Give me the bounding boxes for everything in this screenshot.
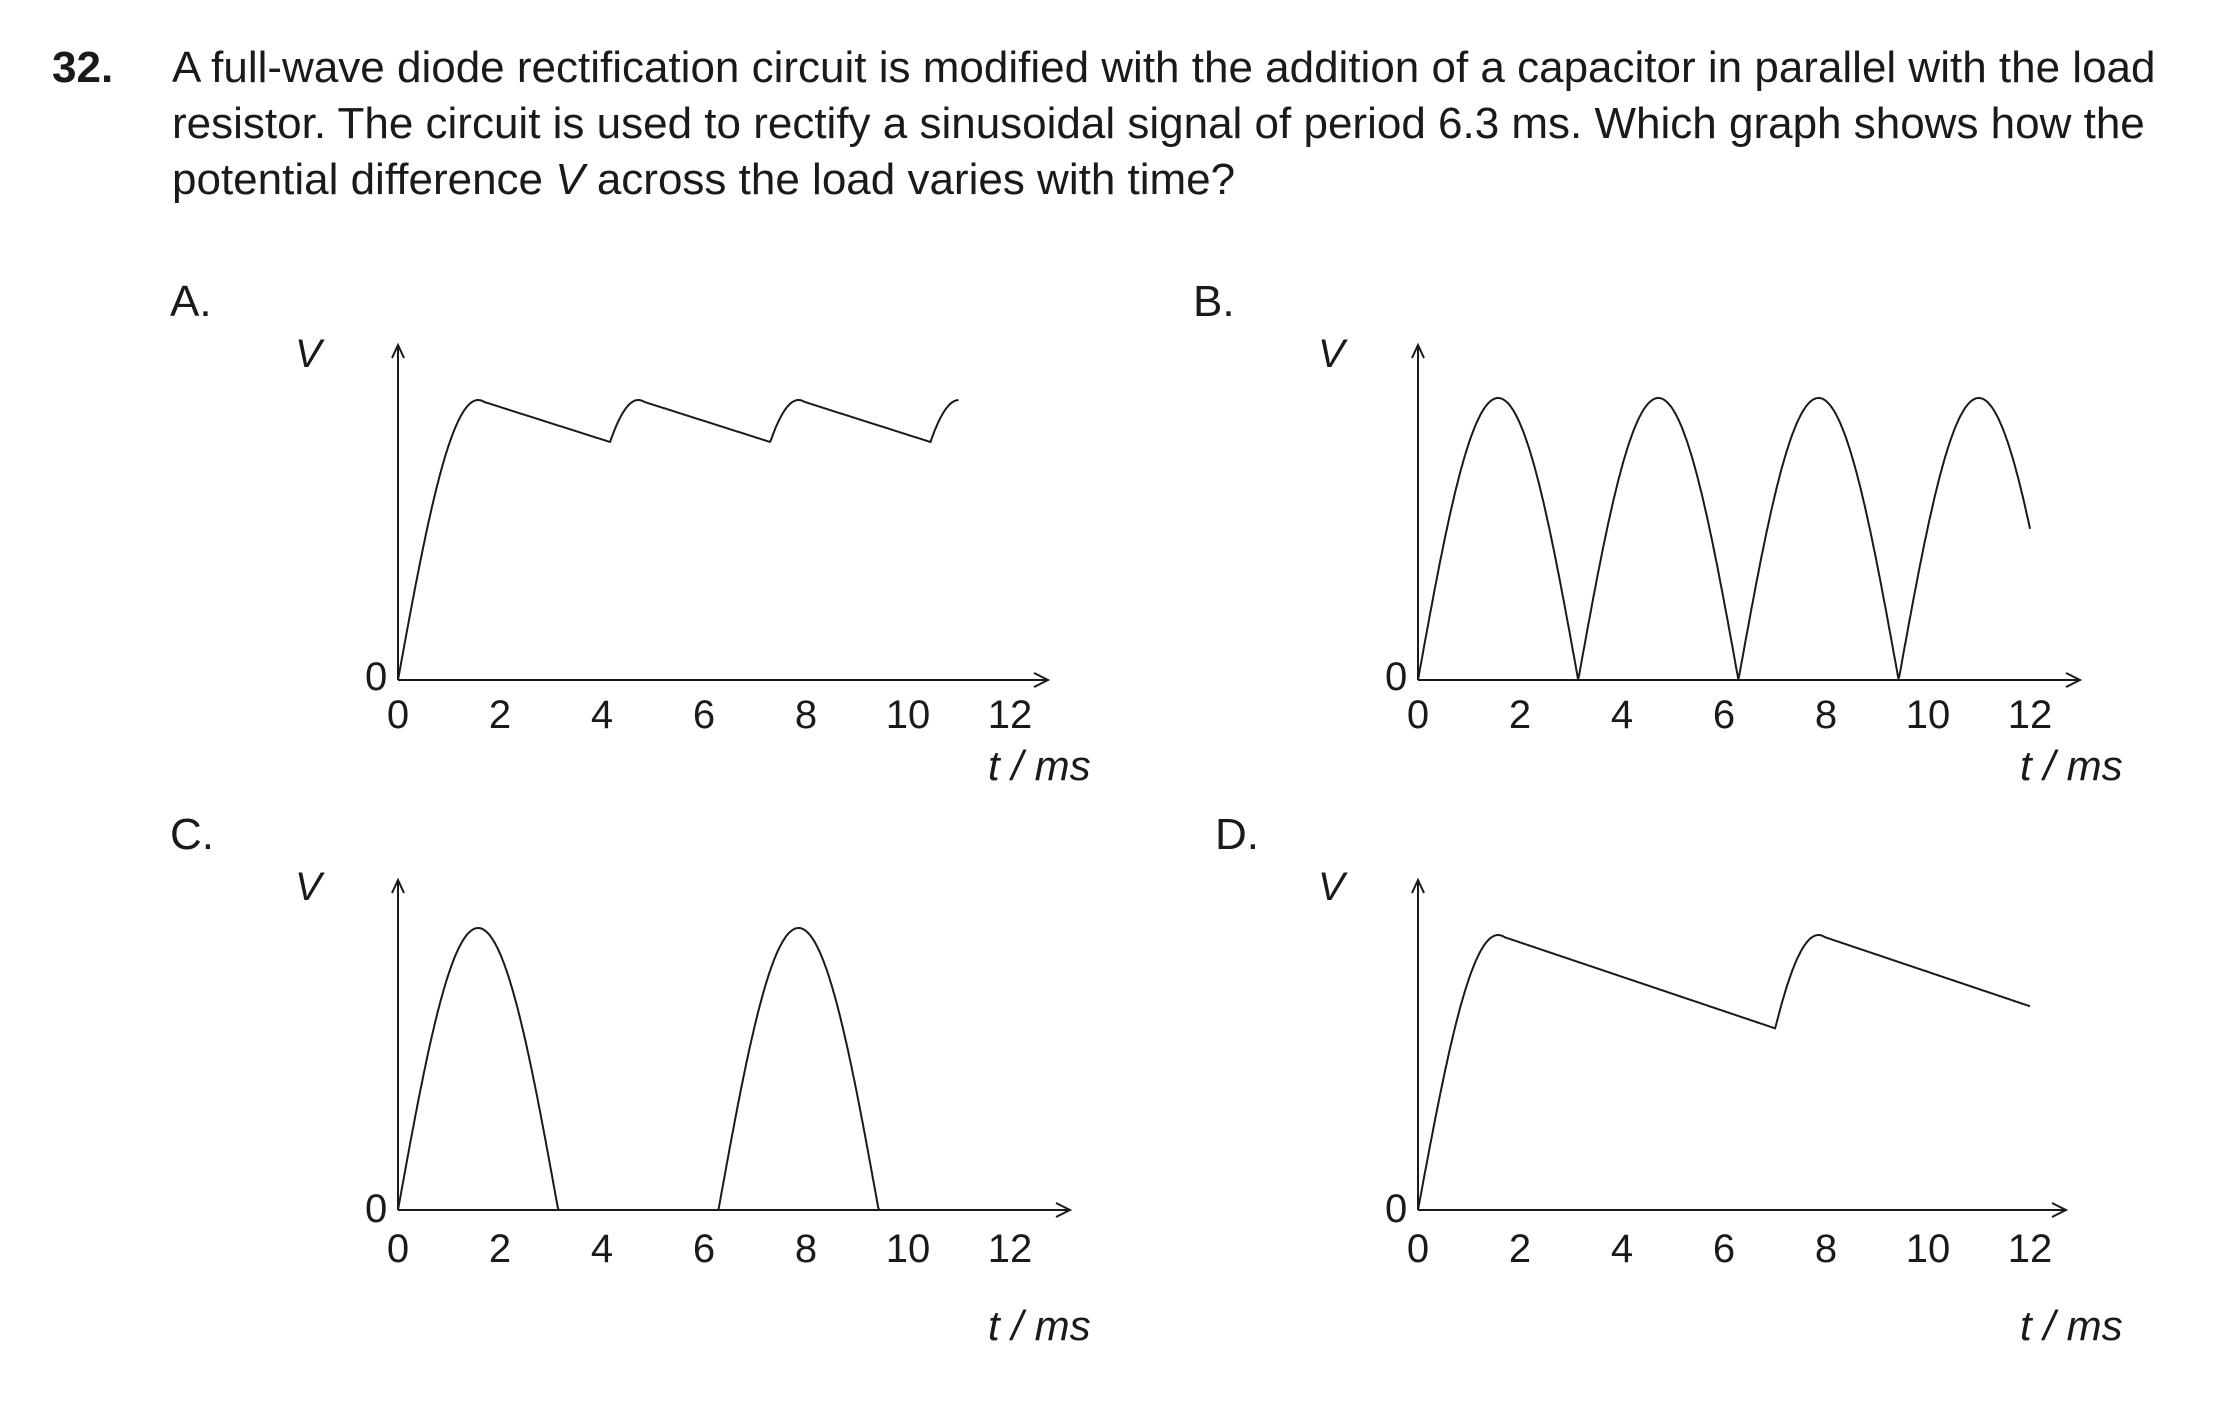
x-tick-labels: 0 2 4 6 8 10 12: [1407, 1227, 2052, 1271]
x-tick-label: 4: [1611, 693, 1633, 737]
y-origin-label: 0: [1385, 655, 1407, 699]
x-axis-arrowhead: [1033, 672, 1051, 688]
x-tick-label: 4: [591, 693, 613, 737]
y-axis-label: V: [1318, 865, 1348, 909]
x-tick-label: 0: [1407, 693, 1429, 737]
voltage-curve: [1417, 934, 2031, 1211]
y-axis-label: V: [295, 332, 325, 376]
x-tick-label: 4: [1611, 1227, 1633, 1271]
x-axis-label: t / ms: [988, 1302, 1091, 1349]
x-tick-label: 10: [886, 693, 931, 737]
option-label-b: B.: [1193, 277, 1235, 326]
x-tick-label: 0: [387, 693, 409, 737]
question-text-after: across the load varies with time?: [584, 155, 1236, 204]
voltage-curve: [397, 927, 1021, 1211]
question-number: 32.: [52, 43, 114, 92]
x-tick-label: 10: [886, 1227, 931, 1271]
x-tick-label: 8: [795, 693, 817, 737]
question-text-before: A full-wave diode rectification circuit …: [172, 43, 2156, 204]
x-tick-label: 6: [693, 1227, 715, 1271]
x-tick-label: 2: [1509, 693, 1531, 737]
x-tick-label: 0: [387, 1227, 409, 1271]
y-origin-label: 0: [1385, 1187, 1407, 1231]
x-tick-label: 8: [1815, 1227, 1837, 1271]
option-label-d: D.: [1215, 810, 1259, 859]
x-tick-label: 10: [1906, 693, 1951, 737]
question-text: A full-wave diode rectification circuit …: [172, 40, 2192, 208]
y-origin-label: 0: [365, 1187, 387, 1231]
option-label-c: C.: [170, 810, 214, 859]
y-axis-arrowhead: [1411, 877, 1425, 894]
x-axis-label: t / ms: [2020, 742, 2123, 789]
y-axis-arrowhead: [1411, 342, 1425, 359]
x-tick-label: 12: [2008, 693, 2053, 737]
x-tick-label: 2: [1509, 1227, 1531, 1271]
x-tick-label: 10: [1906, 1227, 1951, 1271]
x-axis-arrowhead: [2065, 672, 2083, 688]
x-axis-label: t / ms: [988, 742, 1091, 789]
y-axis-label: V: [295, 865, 325, 909]
x-axis-arrowhead: [1055, 1202, 1073, 1218]
x-tick-label: 12: [988, 1227, 1033, 1271]
x-tick-label: 8: [1815, 693, 1837, 737]
question-variable: V: [555, 155, 585, 204]
y-axis-arrowhead: [391, 342, 405, 359]
x-tick-label: 6: [1713, 693, 1735, 737]
option-label-a: A.: [170, 277, 212, 326]
x-tick-label: 6: [693, 693, 715, 737]
x-tick-label: 4: [591, 1227, 613, 1271]
x-tick-label: 0: [1407, 1227, 1429, 1271]
y-origin-label: 0: [365, 655, 387, 699]
voltage-curve: [1417, 397, 2031, 681]
x-tick-label: 2: [489, 693, 511, 737]
x-tick-label: 2: [489, 1227, 511, 1271]
x-tick-label: 6: [1713, 1227, 1735, 1271]
x-tick-label: 8: [795, 1227, 817, 1271]
x-axis-arrowhead: [2051, 1202, 2069, 1218]
x-tick-labels: 0 2 4 6 8 10 12: [1407, 693, 2052, 737]
x-tick-label: 12: [2008, 1227, 2053, 1271]
x-tick-labels: 0 2 4 6 8 10 12: [387, 693, 1032, 737]
voltage-curve: [397, 399, 959, 681]
x-axis-label: t / ms: [2020, 1302, 2123, 1349]
x-tick-labels: 0 2 4 6 8 10 12: [387, 1227, 1032, 1271]
x-tick-label: 12: [988, 693, 1033, 737]
y-axis-arrowhead: [391, 877, 405, 894]
y-axis-label: V: [1318, 332, 1348, 376]
